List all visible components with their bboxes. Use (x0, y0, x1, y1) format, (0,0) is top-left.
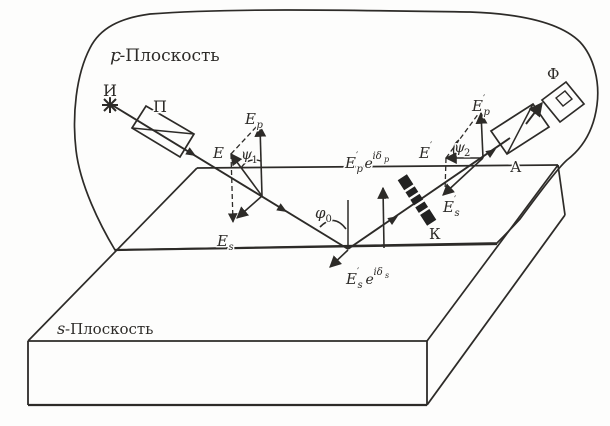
p-plane-label: -Плоскость (120, 46, 220, 66)
s-plane-label-prefix: s (57, 319, 65, 338)
Ep-label: E (244, 110, 256, 128)
E-prime-label: E (418, 144, 430, 162)
analyzer-label: А (510, 158, 522, 176)
parallelogram-dash (444, 157, 447, 193)
refl-p-E: E (344, 154, 356, 172)
Ep-prime-label: E (471, 97, 483, 115)
sample-slab (27, 164, 566, 407)
E-prime-label-prime: ′ (430, 141, 433, 152)
phi0-label-sub: 0 (326, 214, 332, 225)
slab-right-top-edge (426, 164, 559, 342)
refl-p-sub: p (357, 164, 364, 175)
incident-vector-diagram (227, 124, 267, 223)
beam-arrowhead (185, 147, 196, 156)
light-source-star (102, 97, 118, 113)
Es-label: E (216, 232, 228, 250)
phi0-arc (319, 219, 347, 230)
parallelogram-dash (230, 124, 259, 155)
refl-s-prime: ′ (357, 267, 360, 278)
polarizer-label: П (153, 97, 167, 116)
p-plane-label-prefix: p (110, 45, 122, 66)
phi0-label: φ (315, 204, 326, 222)
refl-s-expsub: s (385, 271, 389, 280)
beam-arrowhead (485, 149, 496, 159)
p-plane-outline (73, 9, 599, 251)
vector-Es-prime (442, 157, 484, 196)
surface-trace-line (114, 242, 498, 252)
Es-prime-label: E (442, 198, 454, 216)
Es-label-sub: s (229, 242, 234, 253)
psi2-label-sub: 2 (464, 148, 470, 159)
vector-Ep-prime (475, 111, 488, 159)
refl-p-expsub: p (384, 155, 389, 164)
vector-refl-p-at-surface (377, 186, 390, 249)
psi2-arc (452, 139, 460, 156)
refl-p-e: e (365, 156, 373, 172)
analyzer-to-detector-beam (525, 101, 543, 125)
slab-right-bottom-edge (426, 214, 566, 406)
source-label: И (103, 81, 117, 100)
reflected-vector-diagram (442, 111, 488, 196)
parallelogram-dash (445, 112, 480, 159)
incident-beam (111, 104, 349, 250)
beam-arrowhead (387, 216, 398, 226)
E-label: E (212, 144, 224, 162)
slab-back-right-edge (557, 164, 566, 216)
refl-s-E: E (345, 270, 357, 288)
vector-Es (236, 195, 263, 219)
analyzer-prism (489, 102, 551, 156)
refl-p-amplitude-label: E ′ p e iδ p (343, 150, 391, 177)
Ep-label-sub: p (257, 120, 264, 131)
Es-prime-label-sub: s (455, 208, 460, 219)
psi2-label: ψ (454, 140, 466, 156)
photodetector-box (540, 80, 586, 124)
refl-p-prime: ′ (356, 151, 359, 162)
refl-s-exp: iδ (374, 267, 383, 278)
parallelogram-dash-arrow (227, 153, 238, 223)
Ep-prime-label-prime: ′ (483, 94, 486, 105)
psi1-arc (240, 159, 262, 169)
compensator-label: К (429, 225, 441, 243)
s-plane-label: -Плоскость (65, 320, 153, 338)
slab-left-edge (27, 167, 198, 342)
psi1-label: ψ (241, 147, 253, 163)
vector-refl-s-at-surface (329, 249, 349, 268)
refl-s-e: e (366, 272, 374, 288)
beam-arrowhead (276, 203, 287, 212)
refl-s-sub: s (358, 280, 363, 291)
Ep-prime-label-sub: p (484, 107, 491, 118)
Es-prime-label-prime: ′ (454, 195, 457, 206)
slab-back-edge (196, 164, 559, 169)
vector-E (230, 153, 263, 197)
refl-s-amplitude-label: E ′ s e iδ s (344, 266, 391, 293)
psi1-label-sub: 1 (252, 155, 258, 166)
photodetector-inner-mark (554, 90, 574, 107)
polarizer-prism (130, 104, 196, 159)
detector-label: Ф (547, 65, 559, 83)
refl-p-exp: iδ (373, 151, 382, 162)
light-beams (111, 104, 511, 250)
compensator-plate (397, 174, 437, 226)
